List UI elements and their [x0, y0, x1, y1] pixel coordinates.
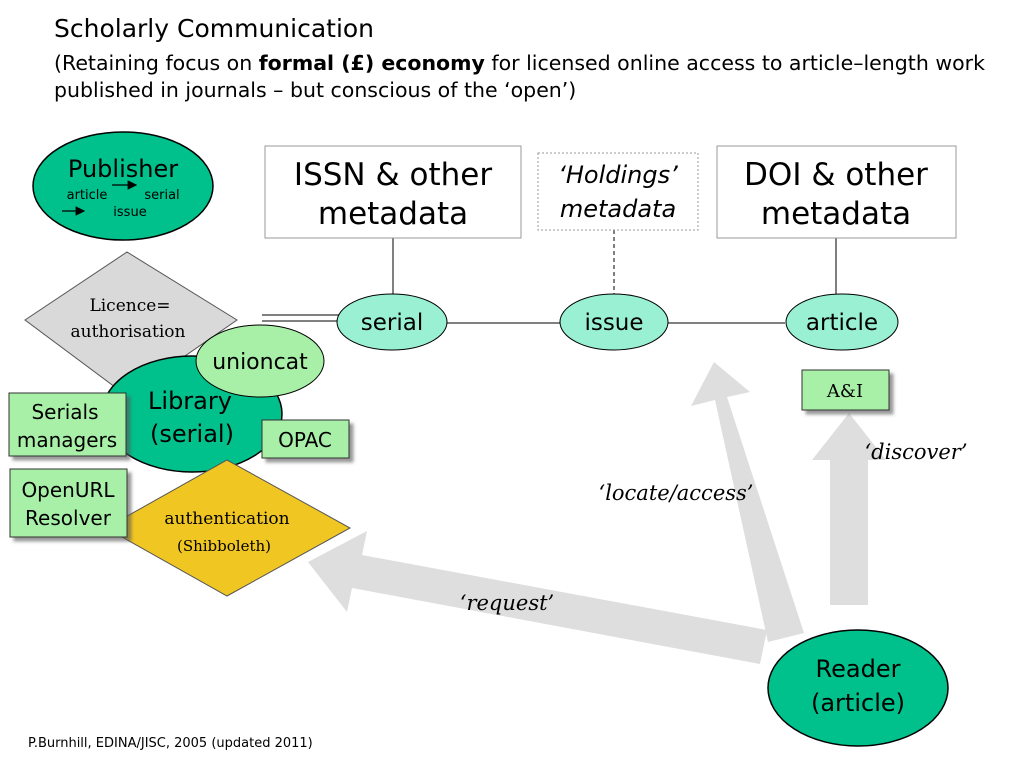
issue-label: issue: [584, 310, 643, 336]
page-title: Scholarly Communication: [54, 14, 375, 43]
publisher-label: Publisher: [68, 155, 178, 183]
holdings-line1: ‘Holdings’: [558, 161, 678, 189]
serials-managers-line1: Serials: [31, 400, 98, 424]
subtitle-before: (Retaining focus on: [54, 51, 259, 75]
library-line1: Library: [148, 387, 232, 415]
publisher-sub-serial: serial: [144, 188, 179, 203]
subtitle-bold: formal (£) economy: [258, 51, 485, 75]
publisher-sub-article: article: [67, 188, 108, 203]
authentication-diamond: authentication (Shibboleth): [104, 459, 352, 597]
licence-line1: Licence=: [89, 296, 170, 316]
licence-line2: authorisation: [71, 322, 186, 342]
a-and-i-box: A&I: [801, 369, 890, 411]
page-subtitle: (Retaining focus on formal (£) economy f…: [54, 50, 1004, 104]
serial-label: serial: [361, 310, 423, 336]
article-label: article: [806, 310, 878, 336]
serials-managers-line2: managers: [17, 428, 117, 452]
arrow-discover: [812, 413, 886, 605]
article-node: article: [785, 293, 899, 351]
a-and-i-label: A&I: [826, 381, 863, 402]
arrow-request: [308, 531, 767, 664]
openurl-line2: Resolver: [25, 506, 112, 530]
locate-access-label: ‘locate/access’: [599, 481, 754, 505]
subtitle-after: for licensed online access to article–le…: [54, 51, 985, 102]
issn-metadata-box: ISSN & other metadata: [264, 145, 522, 239]
issue-node: issue: [559, 293, 669, 351]
reader-line1: Reader: [816, 655, 901, 683]
authentication-line2: (Shibboleth): [177, 537, 271, 555]
opac-label: OPAC: [278, 428, 332, 452]
holdings-metadata-box: ‘Holdings’ metadata: [537, 152, 699, 231]
reader-line2: (article): [811, 689, 905, 717]
serial-node: serial: [336, 293, 448, 351]
licence-diamond: Licence= authorisation: [24, 251, 238, 397]
request-label: ‘request’: [460, 591, 554, 615]
issn-line2: metadata: [318, 196, 468, 232]
unioncat-node: unioncat: [195, 324, 325, 398]
publisher-node: Publisher article serial issue: [32, 131, 214, 241]
doi-line1: DOI & other: [744, 157, 928, 193]
doi-line2: metadata: [761, 196, 911, 232]
connector-lines: [262, 230, 837, 324]
footer-credit: P.Burnhill, EDINA/JISC, 2005 (updated 20…: [28, 736, 313, 751]
authentication-line1: authentication: [164, 509, 289, 529]
openurl-line1: OpenURL: [21, 478, 115, 502]
opac-box: OPAC: [261, 419, 350, 459]
holdings-line2: metadata: [560, 195, 676, 223]
discover-label: ‘discover’: [864, 440, 967, 464]
library-line2: (serial): [150, 420, 234, 448]
publisher-sub-issue: issue: [113, 205, 146, 220]
doi-metadata-box: DOI & other metadata: [716, 145, 957, 239]
unioncat-label: unioncat: [212, 350, 308, 375]
serials-managers-box: Serials managers: [8, 392, 127, 457]
arrow-locate-access: [691, 362, 804, 642]
issn-line1: ISSN & other: [294, 157, 492, 193]
reader-node: Reader (article): [767, 629, 949, 747]
openurl-resolver-box: OpenURL Resolver: [9, 468, 128, 538]
